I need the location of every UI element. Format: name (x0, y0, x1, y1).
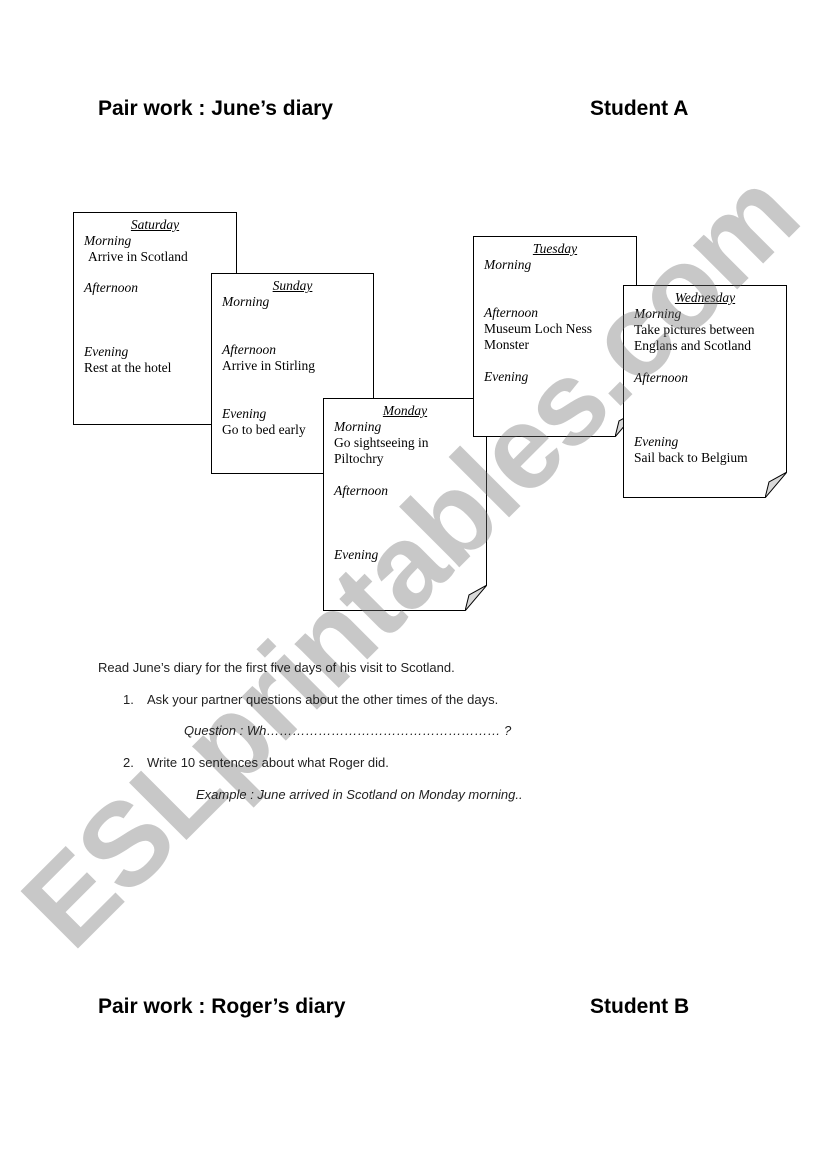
morning-activity-line1: Go sightseeing in (334, 435, 429, 450)
morning-activity-line2: Englans and Scotland (634, 338, 751, 353)
evening-activity: Go to bed early (222, 422, 306, 437)
morning-activity-line2: Piltochry (334, 451, 384, 466)
title-june-diary: Pair work : June’s diary (98, 97, 333, 120)
diary-card-saturday: Saturday Morning Arrive in Scotland Afte… (73, 212, 237, 425)
afternoon-activity-line2: Monster (484, 337, 529, 352)
afternoon-label: Afternoon (222, 342, 276, 357)
morning-label: Morning (84, 233, 132, 248)
diary-card-sunday: Sunday Morning Afternoon Arrive in Stirl… (211, 273, 374, 474)
morning-label: Morning (634, 306, 682, 321)
morning-label: Morning (222, 294, 270, 309)
diary-card-tuesday: Tuesday Morning Afternoon Museum Loch Ne… (473, 236, 637, 437)
card-day: Wednesday (674, 290, 736, 305)
evening-label: Evening (334, 547, 379, 562)
diary-card-wednesday: Wednesday Morning Take pictures between … (623, 285, 787, 498)
item2-number: 2. (123, 755, 134, 770)
afternoon-label: Afternoon (84, 280, 138, 295)
afternoon-activity-line1: Museum Loch Ness (484, 321, 592, 336)
page-curl-icon (465, 585, 487, 611)
evening-label: Evening (222, 406, 267, 421)
item2-text: Write 10 sentences about what Roger did. (147, 755, 389, 770)
card-day: Saturday (130, 217, 180, 232)
evening-label: Evening (634, 434, 679, 449)
card-day: Tuesday (532, 241, 578, 256)
afternoon-activity: Arrive in Stirling (222, 358, 315, 373)
question-template: Question : Wh……………………………………………… ? (184, 723, 512, 738)
morning-label: Morning (484, 257, 532, 272)
student-a-label: Student A (590, 97, 689, 120)
card-day: Monday (382, 403, 428, 418)
evening-activity: Rest at the hotel (84, 360, 172, 375)
morning-activity: Arrive in Scotland (88, 249, 188, 264)
title-roger-diary: Pair work : Roger’s diary (98, 995, 346, 1018)
morning-label: Morning (334, 419, 382, 434)
student-b-label: Student B (590, 995, 690, 1018)
morning-activity-line1: Take pictures between (634, 322, 755, 337)
example-sentence: Example : June arrived in Scotland on Mo… (196, 787, 523, 802)
card-day: Sunday (272, 278, 313, 293)
evening-label: Evening (84, 344, 129, 359)
diary-card-monday: Monday Morning Go sightseeing in Piltoch… (323, 398, 487, 611)
item1-text: Ask your partner questions about the oth… (147, 692, 499, 707)
page-curl-icon (765, 472, 787, 498)
item1-number: 1. (123, 692, 134, 707)
evening-label: Evening (484, 369, 529, 384)
evening-activity: Sail back to Belgium (634, 450, 748, 465)
instructions-intro: Read June’s diary for the first five day… (98, 660, 455, 675)
afternoon-label: Afternoon (634, 370, 688, 385)
afternoon-label: Afternoon (484, 305, 538, 320)
afternoon-label: Afternoon (334, 483, 388, 498)
